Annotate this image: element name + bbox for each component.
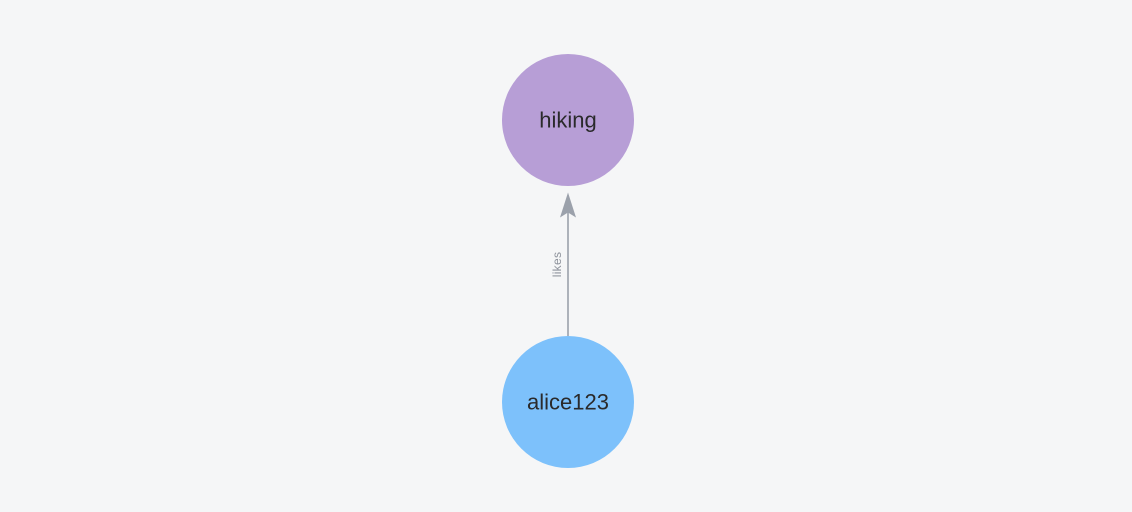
edge-label: likes	[550, 252, 564, 278]
edge-alice123-likes-hiking[interactable]: likes	[550, 192, 576, 337]
node-alice123[interactable]: alice123	[502, 336, 634, 468]
node-alice123-circle	[502, 336, 634, 468]
node-alice123-label: alice123	[527, 389, 609, 414]
edge-arrowhead-icon	[560, 192, 576, 218]
node-hiking[interactable]: hiking	[502, 54, 634, 186]
node-hiking-circle	[502, 54, 634, 186]
node-hiking-label: hiking	[539, 107, 596, 132]
